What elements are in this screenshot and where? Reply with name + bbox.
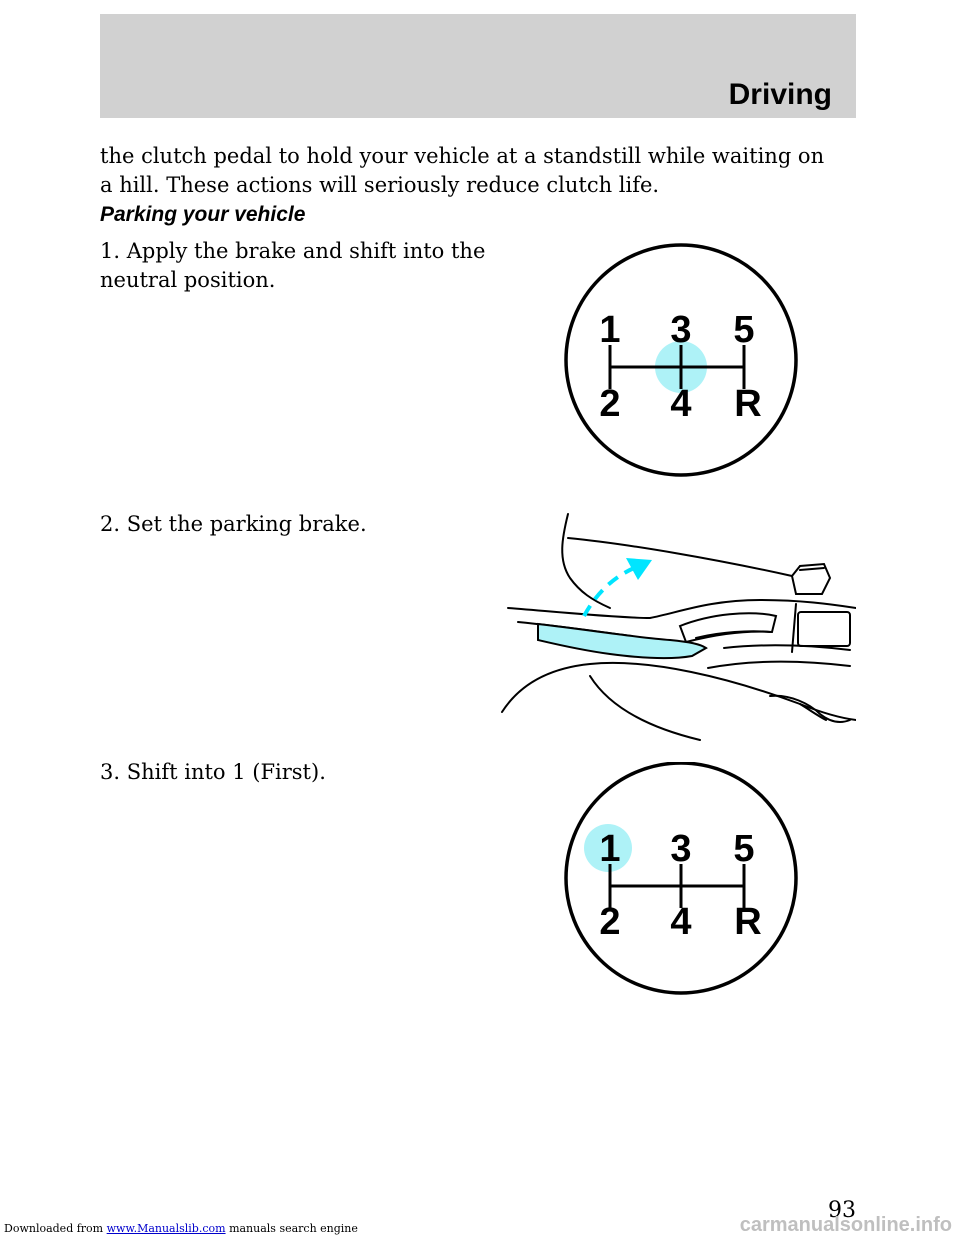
gear-label-1: 1 — [599, 828, 620, 870]
lift-arrow-path — [582, 566, 635, 617]
gear-label-5: 5 — [733, 309, 754, 351]
gear-label-r: R — [734, 383, 761, 425]
step-1: 1. Apply the brake and shift into the ne… — [100, 239, 486, 292]
gear-shift-diagram-first: 1 3 5 2 4 R — [564, 762, 798, 995]
gear-label-1: 1 — [599, 309, 620, 351]
gear-shift-diagram-neutral: 1 3 5 2 4 R — [564, 243, 798, 477]
shift-boot — [790, 562, 832, 595]
manualslib-link[interactable]: www.Manualslib.com — [106, 1222, 226, 1235]
step-2: 2. Set the parking brake. — [100, 512, 367, 536]
intro-paragraph: the clutch pedal to hold your vehicle at… — [100, 144, 825, 197]
gear-label-2: 2 — [599, 901, 620, 943]
gear-label-4: 4 — [670, 901, 691, 943]
download-footer: Downloaded from www.Manualslib.com manua… — [4, 1222, 358, 1235]
step-3: 3. Shift into 1 (First). — [100, 760, 326, 784]
footer-suffix: manuals search engine — [229, 1222, 358, 1235]
gear-label-3: 3 — [670, 828, 691, 870]
parking-brake-illustration — [501, 513, 856, 741]
footer-prefix: Downloaded from — [4, 1222, 104, 1235]
subheading: Parking your vehicle — [100, 203, 306, 226]
gear-label-4: 4 — [670, 383, 691, 425]
header-band: Driving — [100, 14, 856, 118]
gear-label-r: R — [734, 901, 761, 943]
watermark: carmanualsonline.info — [739, 1214, 952, 1236]
gear-label-2: 2 — [599, 383, 620, 425]
first-gear-highlight — [584, 824, 632, 872]
page-number: 93 — [828, 1198, 856, 1223]
gear-label-5: 5 — [733, 828, 754, 870]
console-edge — [561, 513, 611, 609]
lift-arrow-icon — [626, 558, 652, 580]
gear-label-3: 3 — [670, 309, 691, 351]
parking-brake-lever — [537, 622, 708, 660]
section-title: Driving — [728, 78, 832, 111]
console-top-line — [567, 537, 793, 577]
